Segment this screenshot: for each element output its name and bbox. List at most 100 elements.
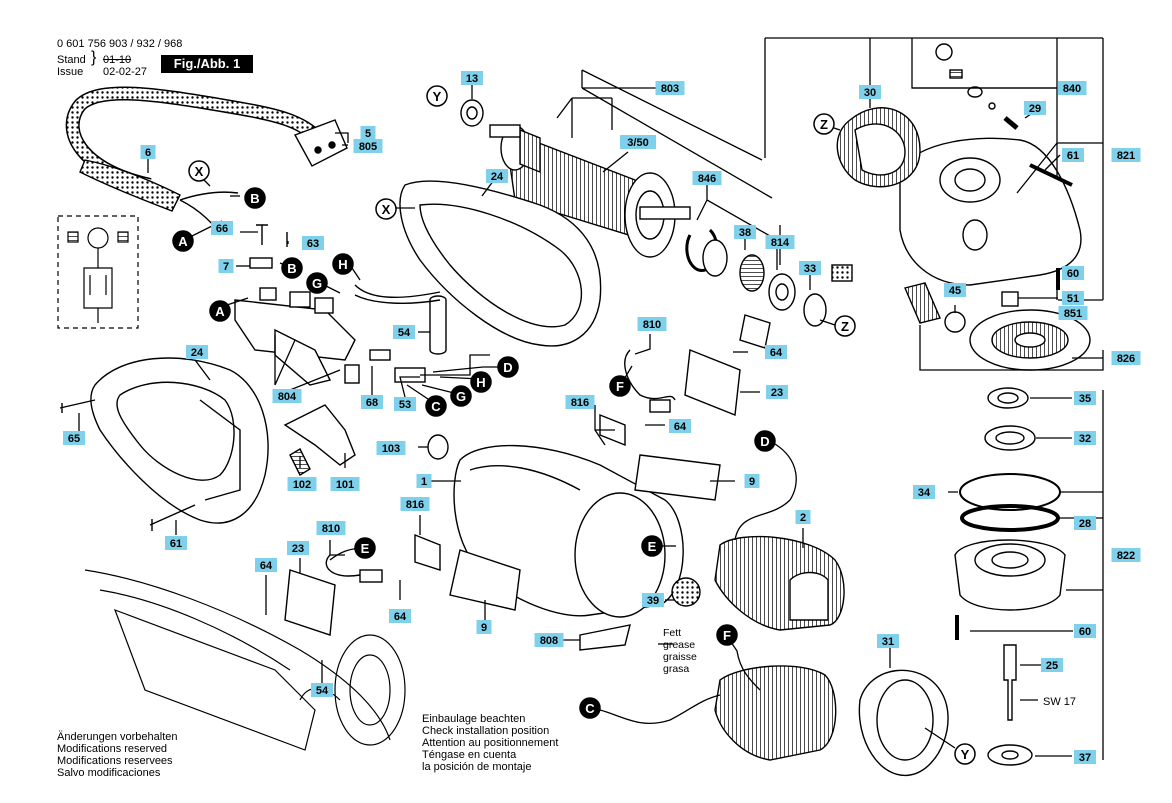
ref-label-821: 821 (1111, 148, 1141, 162)
ref-label-5: 5 (360, 126, 376, 140)
grease-note: Fett grease graisse grasa (663, 627, 697, 675)
svg-text:846: 846 (698, 173, 716, 185)
svg-text:C: C (585, 701, 595, 716)
cord-sleeve (79, 159, 181, 212)
brush-holder-lower (414, 533, 441, 571)
ref-label-63: 63 (302, 236, 324, 250)
svg-text:38: 38 (739, 227, 751, 239)
svg-text:9: 9 (749, 476, 755, 488)
svg-text:30: 30 (864, 87, 876, 99)
ref-label-805: 805 (353, 139, 383, 153)
svg-text:103: 103 (382, 443, 400, 455)
field-coil-lower (714, 665, 837, 761)
ref-label-9b: 9 (476, 620, 492, 634)
svg-text:63: 63 (307, 238, 319, 250)
lock-plate (739, 314, 771, 349)
svg-text:804: 804 (278, 391, 297, 403)
ref-label-814: 814 (765, 235, 795, 249)
lever-101 (283, 404, 356, 466)
svg-text:F: F (616, 379, 624, 394)
ref-label-31: 31 (877, 634, 899, 648)
ref-label-37: 37 (1074, 750, 1096, 764)
sleeve-51 (1001, 291, 1019, 307)
svg-text:1: 1 (421, 476, 427, 488)
svg-text:G: G (456, 389, 466, 404)
svg-text:64: 64 (260, 560, 273, 572)
part-numbers: 0 601 756 903 / 932 / 968 (57, 38, 183, 50)
ref-label-803: 803 (655, 81, 685, 95)
ref-label-13: 13 (461, 71, 483, 85)
svg-text:61: 61 (1067, 150, 1079, 162)
insulation-9-lower (449, 549, 521, 611)
ref-label-7: 7 (218, 259, 234, 273)
ref-label-68: 68 (361, 395, 383, 409)
marker-f2: F (716, 624, 738, 646)
svg-text:60: 60 (1067, 268, 1079, 280)
marker-b1: B (244, 187, 266, 209)
bearing-38 (739, 254, 765, 292)
svg-text:H: H (476, 375, 485, 390)
svg-text:805: 805 (359, 141, 377, 153)
svg-text:810: 810 (643, 319, 661, 331)
svg-text:B: B (250, 191, 259, 206)
svg-text:Y: Y (433, 89, 442, 104)
svg-text:23: 23 (771, 387, 783, 399)
screws-66-63 (256, 224, 288, 247)
marker-h2: H (470, 371, 492, 393)
ref-label-846: 846 (692, 171, 722, 185)
svg-text:24: 24 (191, 347, 204, 359)
svg-text:66: 66 (216, 223, 228, 235)
ref-label-804: 804 (272, 389, 302, 403)
svg-text:6: 6 (145, 147, 151, 159)
ref-label-1: 1 (416, 474, 432, 488)
gear-head-housing (899, 137, 1082, 286)
ref-label-64a: 64 (765, 345, 787, 359)
ref-label-3-50: 3/50 (620, 135, 656, 149)
capacitor-54 (429, 295, 447, 355)
ref-label-54a: 54 (393, 325, 415, 339)
svg-text:13: 13 (466, 73, 478, 85)
ref-label-9a: 9 (744, 474, 760, 488)
ref-label-34: 34 (913, 485, 935, 499)
svg-text:A: A (178, 234, 188, 249)
wiring-schematic (57, 215, 139, 329)
ref-label-23b: 23 (287, 541, 309, 555)
svg-text:102: 102 (293, 479, 311, 491)
svg-text:53: 53 (399, 399, 411, 411)
issue-date: 02-02-27 (103, 66, 148, 78)
marker-e1: E (354, 537, 376, 559)
svg-text:Z: Z (820, 117, 828, 132)
marker-z1: Z (813, 113, 835, 135)
svg-text:24: 24 (491, 171, 504, 183)
marker-b2: B (281, 257, 303, 279)
wrench-size: SW 17 (1043, 696, 1076, 708)
svg-text:E: E (648, 539, 657, 554)
svg-text:31: 31 (882, 636, 894, 648)
svg-text:814: 814 (771, 237, 790, 249)
svg-text:60: 60 (1079, 626, 1091, 638)
svg-text:39: 39 (647, 595, 659, 607)
seal-33 (803, 293, 827, 327)
svg-text:7: 7 (223, 261, 229, 273)
svg-text:grasa: grasa (663, 663, 689, 675)
svg-text:816: 816 (406, 499, 424, 511)
marker-g1: G (306, 272, 328, 294)
svg-text:37: 37 (1079, 752, 1091, 764)
ref-label-54b: 54 (311, 683, 333, 697)
svg-text:5: 5 (365, 128, 371, 140)
ref-label-32: 32 (1074, 431, 1096, 445)
svg-text:826: 826 (1117, 353, 1135, 365)
ref-label-816a: 816 (565, 395, 595, 409)
svg-text:816: 816 (571, 397, 589, 409)
armature-rotor (489, 124, 691, 258)
marker-g2: G (450, 385, 472, 407)
svg-text:Modifications reservees: Modifications reservees (57, 755, 173, 767)
brace-glyph: } (91, 49, 97, 66)
svg-text:822: 822 (1117, 550, 1135, 562)
ref-label-60b: 60 (1074, 624, 1096, 638)
ref-label-23a: 23 (766, 385, 788, 399)
marker-c2: C (579, 697, 601, 719)
ref-label-851: 851 (1058, 306, 1088, 320)
svg-text:2: 2 (800, 512, 806, 524)
